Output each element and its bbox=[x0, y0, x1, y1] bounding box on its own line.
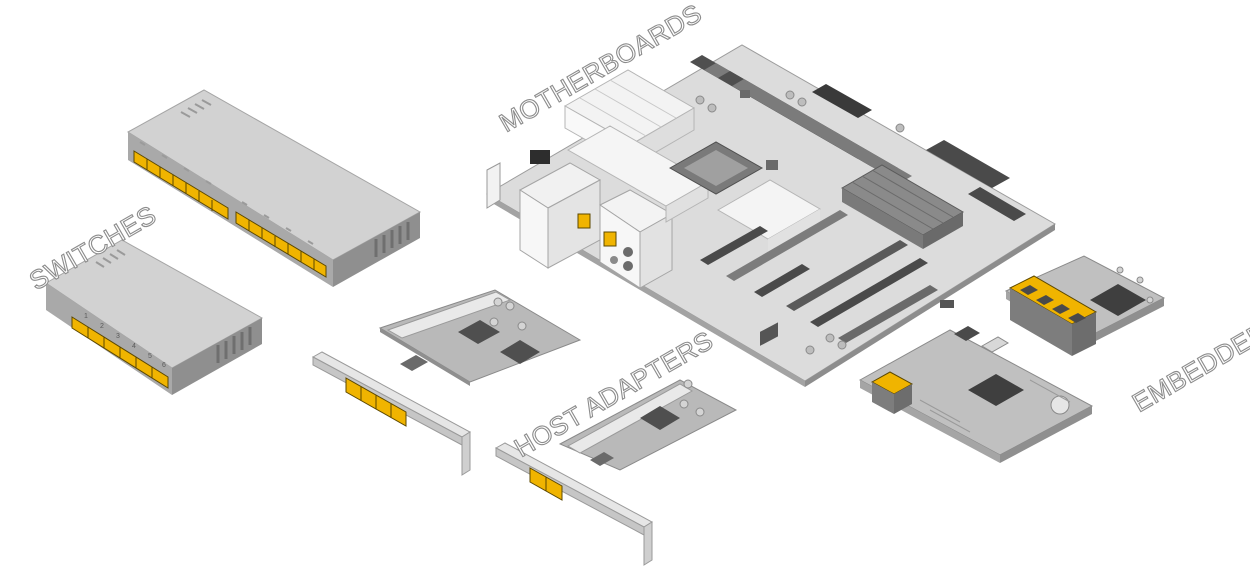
small-switch: 1 2 3 4 5 6 bbox=[45, 239, 264, 395]
switch-port-numbers: 1 2 3 4 5 6 bbox=[84, 313, 166, 369]
svg-text:1: 1 bbox=[84, 313, 88, 320]
pcie-slots bbox=[700, 210, 938, 343]
svg-text:5: 5 bbox=[148, 353, 152, 360]
large-switch bbox=[127, 89, 422, 287]
ram-slots bbox=[690, 55, 912, 183]
motherboard bbox=[486, 44, 1056, 387]
host-adapter-4port bbox=[311, 289, 582, 476]
svg-text:2: 2 bbox=[100, 323, 104, 330]
large-switch-ports-a bbox=[133, 150, 229, 220]
embedded-module-1port bbox=[858, 326, 1094, 463]
host-adapter-2port bbox=[494, 379, 738, 566]
svg-text:3: 3 bbox=[116, 333, 120, 340]
large-switch-ports-b bbox=[235, 211, 327, 278]
svg-text:4: 4 bbox=[132, 343, 136, 350]
svg-text:6: 6 bbox=[162, 362, 166, 369]
embedded-module-4port bbox=[1004, 255, 1166, 356]
